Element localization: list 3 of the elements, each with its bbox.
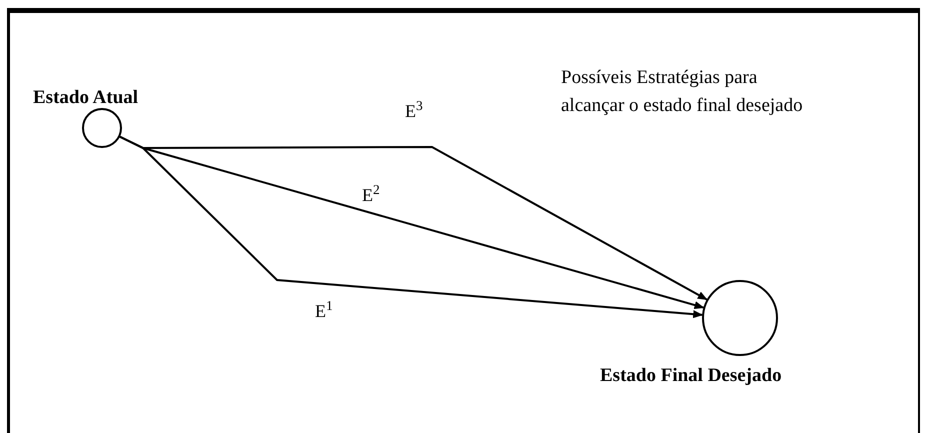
state-label: Estado Atual bbox=[33, 86, 138, 110]
state-label: Estado Final Desejado bbox=[600, 364, 782, 388]
note-text: Possíveis Estratégias para alcançar o estado final desejado bbox=[561, 66, 804, 118]
